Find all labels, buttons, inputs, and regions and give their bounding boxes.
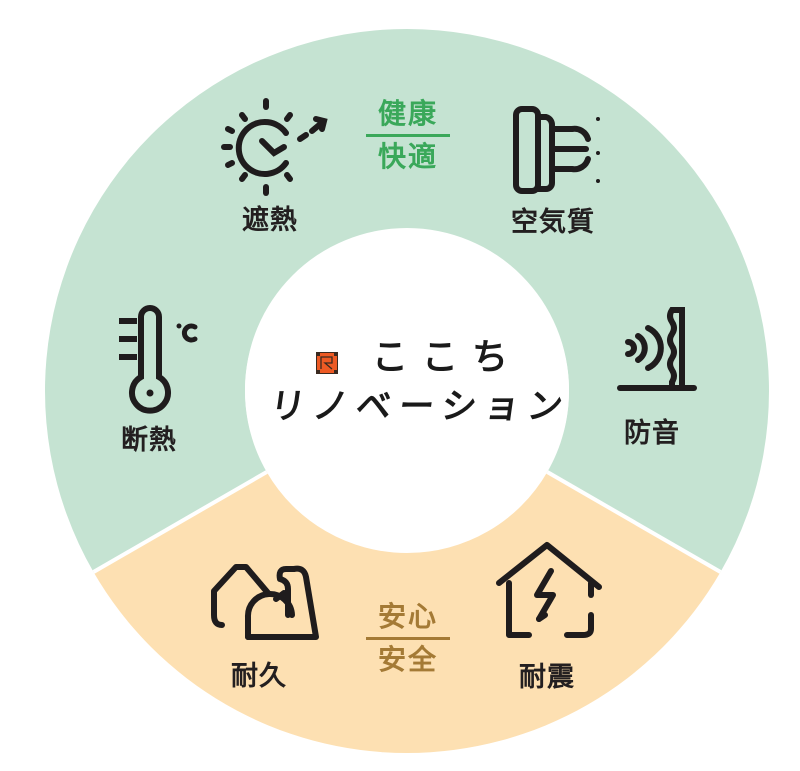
category-health-comfort: 健康 快適 <box>366 100 450 171</box>
category-bottom-text: 安全 <box>377 643 438 676</box>
separator-right <box>546 470 722 574</box>
item-label-seismic: 耐震 <box>519 662 575 693</box>
thermometer-icon <box>115 305 205 420</box>
strong-house-icon <box>210 553 325 643</box>
category-bottom-text: 快適 <box>377 140 438 173</box>
earthquake-house-icon <box>495 541 605 641</box>
category-security-safety: 安心 安全 <box>366 603 450 674</box>
item-label-air-quality: 空気質 <box>511 207 595 238</box>
center-circle <box>245 228 569 552</box>
item-label-soundproof: 防音 <box>624 418 680 449</box>
category-top-text: 健康 <box>377 97 438 130</box>
sun-reflect-icon <box>218 97 328 197</box>
category-divider <box>366 637 450 640</box>
logo-text-line1: ここち <box>372 337 523 378</box>
orange-segment <box>93 472 721 753</box>
category-top-text: 安心 <box>377 600 438 633</box>
logo-text-line2: リノベーション <box>267 387 574 427</box>
logo-mark-icon <box>316 352 338 374</box>
item-label-durability: 耐久 <box>231 661 287 692</box>
separator-left <box>92 470 268 574</box>
item-label-insulation: 断熱 <box>121 425 177 456</box>
item-label-heat-shield: 遮熱 <box>242 205 298 236</box>
soundproof-wall-icon <box>617 306 698 396</box>
category-divider <box>366 134 450 137</box>
air-vent-icon <box>512 103 602 198</box>
